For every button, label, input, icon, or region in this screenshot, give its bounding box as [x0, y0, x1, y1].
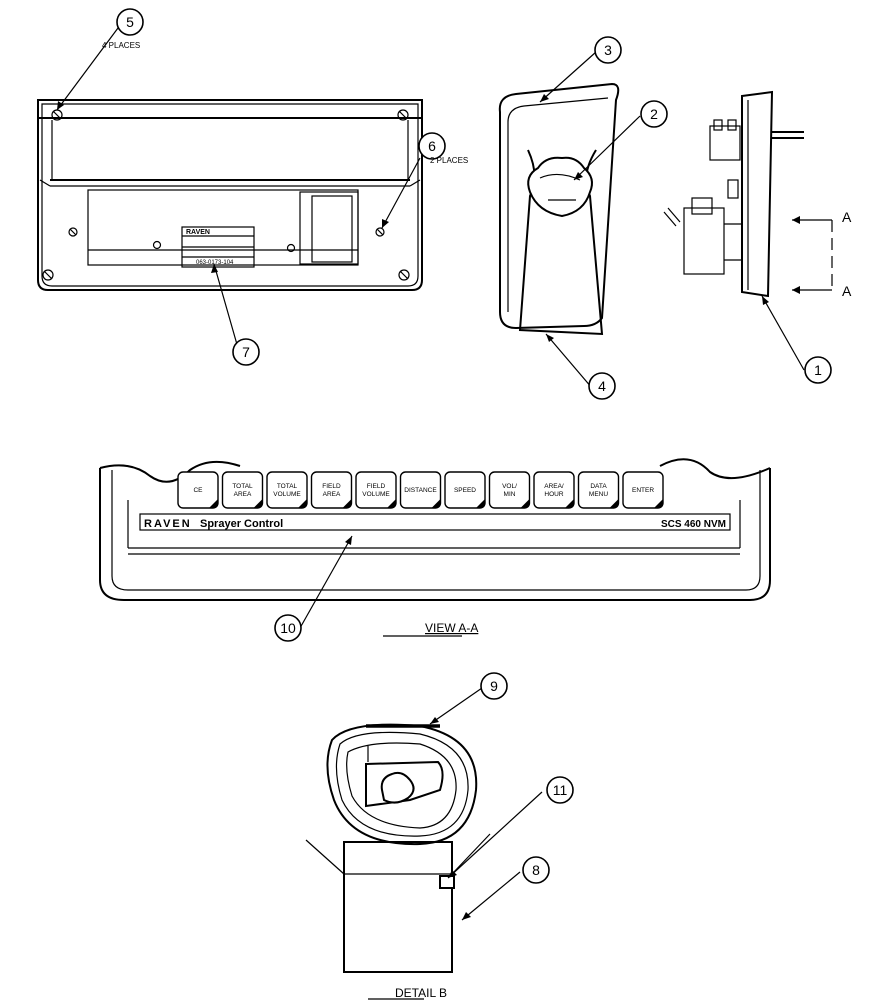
callout-5-number: 5: [126, 14, 134, 30]
panel-key-label: FIELD: [367, 483, 386, 490]
console-side-profile: [663, 90, 804, 298]
panel-key-label-line2: VOLUME: [362, 491, 390, 498]
callout-5-note: 4 PLACES: [102, 41, 140, 50]
serial-label-plate: RAVEN 063-0173-104: [181, 226, 255, 268]
panel-key-label: ENTER: [632, 487, 654, 494]
panel-key-label: TOTAL: [232, 483, 253, 490]
callout-10: 10: [274, 614, 302, 642]
panel-key-enter[interactable]: ENTER: [622, 471, 664, 509]
console-rear-view: RAVEN 063-0173-104: [37, 99, 423, 291]
panel-keypad: CETOTALAREATOTALVOLUMEFIELDAREAFIELDVOLU…: [177, 471, 664, 509]
callout-9: 9: [480, 672, 508, 700]
corner-screw-top-right: [397, 109, 409, 121]
cover-screw-left: [68, 227, 78, 237]
callout-5: 5: [116, 8, 144, 36]
callout-4: 4: [588, 372, 616, 400]
section-marker-bottom: A: [842, 283, 852, 299]
callout-7: 7: [232, 338, 260, 366]
panel-key-ce[interactable]: CE: [177, 471, 219, 509]
panel-key-label: AREA/: [544, 483, 564, 490]
panel-key-label-line2: HOUR: [544, 491, 563, 498]
panel-key-label: DATA: [590, 483, 607, 490]
callout-7-number: 7: [242, 344, 250, 360]
label-plate-brand: RAVEN: [186, 229, 210, 236]
panel-key-label-line2: AREA: [323, 491, 341, 498]
callout-8: 8: [522, 856, 550, 884]
panel-key-label-line2: MIN: [504, 491, 516, 498]
panel-key-label-line2: AREA: [234, 491, 252, 498]
callout-3-number: 3: [604, 42, 612, 58]
callout-6-number: 6: [428, 138, 436, 154]
callout-6: 6: [418, 132, 446, 160]
panel-key-area-hour[interactable]: AREA/HOUR: [533, 471, 575, 509]
detail-b-title: DETAIL B: [395, 986, 447, 1000]
panel-key-speed[interactable]: SPEED: [444, 471, 486, 509]
panel-key-label: VOL/: [502, 483, 517, 490]
callout-3: 3: [594, 36, 622, 64]
section-a-a-marker: A A: [792, 209, 852, 299]
callout-2: 2: [640, 100, 668, 128]
callout-1: 1: [804, 356, 832, 384]
callout-6-note: 2 PLACES: [430, 156, 468, 165]
panel-key-label: TOTAL: [277, 483, 298, 490]
callout-4-number: 4: [598, 378, 606, 394]
console-side-view: [498, 82, 620, 336]
corner-screw-bottom-left: [42, 269, 54, 281]
leader-lines: [56, 27, 805, 921]
front-panel-view: RAVEN Sprayer Control SCS 460 NVM CE TOTA…: [99, 458, 771, 601]
callout-11: 11: [546, 776, 574, 804]
detail-b-view: [305, 723, 491, 973]
callout-11-number: 11: [553, 782, 568, 798]
panel-product-name: Sprayer Control: [200, 518, 283, 530]
panel-key-label: CE: [193, 487, 203, 494]
cover-screw-right: [375, 227, 385, 237]
callout-9-number: 9: [490, 678, 498, 694]
callout-bubbles: 1 2 3 4 5 6 7 8 9 10 11: [116, 8, 832, 884]
cover-screw-center-right: [286, 243, 296, 253]
panel-model: SCS 460 NVM: [661, 519, 726, 530]
panel-brand: RAVEN: [144, 518, 192, 530]
panel-key-label: SPEED: [454, 487, 476, 494]
view-a-a-title: VIEW A-A: [425, 621, 478, 635]
panel-key-label-line2: MENU: [589, 491, 608, 498]
callout-8-number: 8: [532, 862, 540, 878]
panel-key-distance[interactable]: DISTANCE: [399, 471, 442, 509]
panel-key-label: FIELD: [322, 483, 341, 490]
callout-10-number: 10: [280, 620, 296, 636]
callout-2-number: 2: [650, 106, 658, 122]
section-marker-top: A: [842, 209, 852, 225]
panel-key-vol-min[interactable]: VOL/MIN: [488, 471, 531, 509]
corner-screw-bottom-right: [398, 269, 410, 281]
cover-screw-center-left: [152, 240, 162, 250]
panel-key-label-line2: VOLUME: [273, 491, 301, 498]
panel-key-label: DISTANCE: [404, 487, 437, 494]
label-plate-number: 063-0173-104: [196, 260, 234, 266]
callout-1-number: 1: [814, 362, 822, 378]
